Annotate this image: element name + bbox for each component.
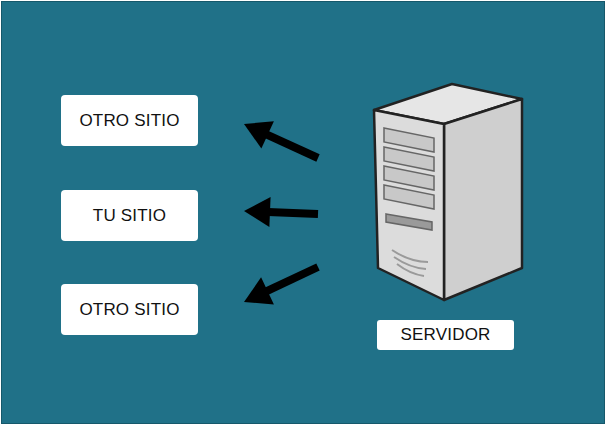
site-label: TU SITIO [93, 206, 166, 226]
arrow [244, 267, 318, 304]
arrow [244, 197, 318, 227]
site-box: TU SITIO [61, 190, 198, 241]
site-box: OTRO SITIO [61, 95, 198, 146]
site-label: OTRO SITIO [79, 111, 179, 131]
site-box: OTRO SITIO [61, 284, 198, 335]
server-label: SERVIDOR [400, 325, 490, 345]
server-node: SERVIDOR [318, 78, 528, 354]
server-label-box: SERVIDOR [377, 320, 514, 350]
arrow [244, 121, 318, 158]
site-label: OTRO SITIO [79, 300, 179, 320]
